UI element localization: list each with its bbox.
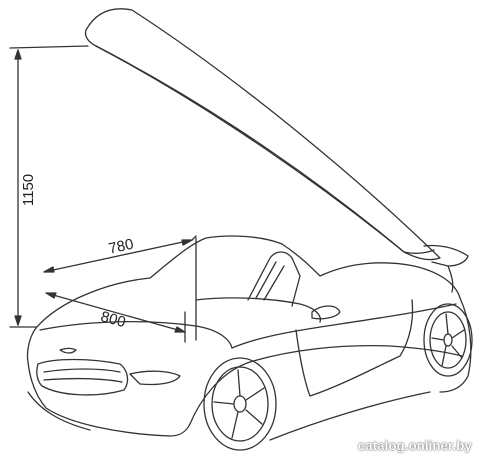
width-lower-arrow-line [45,292,186,333]
height-arrow-head-top [14,49,22,60]
bed-opening-rim [195,297,322,323]
width-upper-extension [191,235,197,241]
front-bumper-outline [26,327,191,437]
spoiler-outline [423,244,469,267]
rear-rim [429,311,467,369]
rear-wheel [423,303,473,377]
hood-badge [59,347,77,354]
width-upper-label: 780 [107,236,135,258]
front-rim [211,366,269,442]
width-lower-label: 800 [99,308,128,331]
front-hub [233,395,247,413]
width-lower-arrow-head-right [174,326,186,333]
height-extension-top [9,45,89,49]
rear-hub [443,333,453,347]
height-dimension: 1150 [9,45,89,328]
grille-slats [43,368,123,383]
front-grille [36,358,129,396]
width-upper-arrow-head-left [43,266,55,273]
side-mirror [311,305,341,320]
width-lower-dimension: 800 [45,292,186,343]
front-spokes [213,369,265,439]
headlight [129,370,181,386]
side-crease-line [231,303,457,349]
canopy-outline [84,8,441,261]
canopy-hinge [403,249,435,254]
rear-spoiler [423,244,469,293]
height-arrow-head-bottom [14,315,22,326]
width-upper-arrow-head-right [181,239,193,246]
watermark: catalog.onliner.by [357,438,472,453]
height-label: 1150 [20,174,37,206]
rear-tyre-outer [423,303,473,377]
lower-skirt [269,391,431,441]
front-wheel [203,357,277,451]
raised-canopy [84,8,441,261]
spoiler-support [447,265,454,293]
width-upper-arrow-line [43,239,193,273]
door-panel [295,299,414,397]
body-top-line [35,235,461,329]
width-upper-dimension: 780 [43,235,197,273]
hood-line [39,320,233,349]
seat-ribs [255,261,285,301]
canopy-inner-edge [95,45,405,253]
side-sill-line [189,345,463,425]
front-lip [27,391,91,431]
front-tyre-outer [203,357,277,451]
seat-back [247,251,301,307]
width-lower-arrow-head-left [45,292,57,299]
rear-spokes [431,313,465,367]
car-body [26,235,472,441]
front-details [27,347,181,431]
